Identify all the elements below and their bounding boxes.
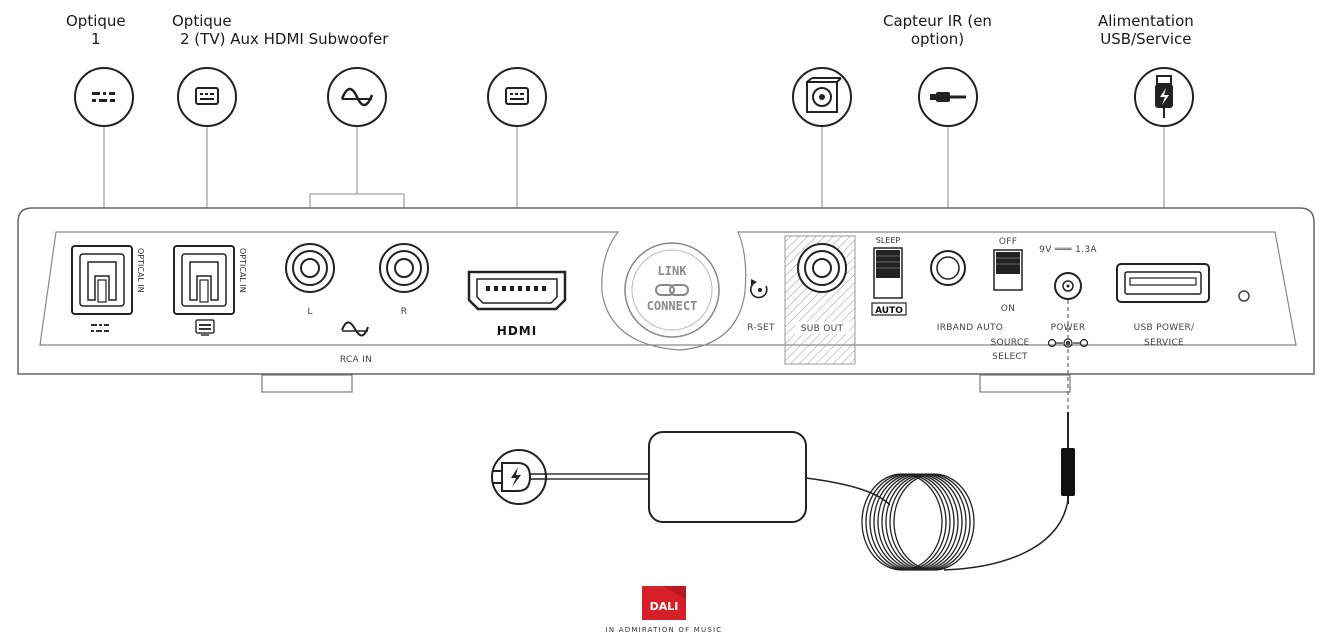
usb-plug-callout-icon	[1134, 67, 1194, 127]
optical-2-panel-icon	[195, 319, 215, 336]
rca-l-label: L	[307, 307, 312, 317]
off-label: OFF	[999, 237, 1017, 247]
usb-label-1: USB POWER/	[1134, 323, 1195, 333]
hdmi-label: HDMI	[497, 324, 537, 338]
reset-button[interactable]	[750, 279, 768, 299]
subwoofer-callout-icon	[792, 67, 852, 127]
optical-2-callout-icon	[177, 67, 237, 127]
optical-1-panel-icon	[91, 324, 109, 332]
rca-wave-icon	[341, 321, 369, 337]
callout-ir-sensor: Capteur IR (en option)	[883, 12, 992, 48]
usb-label-2: SERVICE	[1144, 338, 1184, 348]
rca-right-jack[interactable]	[379, 243, 429, 293]
hdmi-port[interactable]	[467, 270, 567, 311]
switch-top-label: SLEEP	[876, 236, 901, 245]
dali-logo-text: DALI	[650, 600, 679, 613]
power-plug-icon	[491, 449, 548, 505]
source-select-switch[interactable]	[993, 249, 1023, 291]
irband-label: IRBAND AUTO	[937, 323, 1003, 333]
reset-label: R-SET	[747, 323, 775, 333]
ir-jack-callout-icon	[918, 67, 978, 127]
optical-port-2[interactable]	[173, 245, 235, 315]
sub-out-label: SUB OUT	[801, 324, 844, 334]
link-label: LINK	[658, 264, 688, 278]
ir-sensor-jack[interactable]	[930, 250, 966, 286]
source-select-label-1: SOURCE	[991, 338, 1030, 348]
power-cord-coil	[861, 473, 1069, 571]
source-select-label-2: SELECT	[992, 352, 1028, 362]
analog-wave-callout-icon	[327, 67, 387, 127]
voltage-label: 9V ═══ 1.3A	[1039, 245, 1097, 255]
connect-label: CONNECT	[647, 299, 698, 313]
callout-optical-2: Optique 2 (TV) Aux HDMI Subwoofer	[172, 12, 389, 48]
rca-in-label: RCA IN	[340, 355, 372, 365]
hdmi-callout-icon	[487, 67, 547, 127]
optical-port-1[interactable]	[71, 245, 133, 315]
power-dc-jack[interactable]	[1054, 272, 1082, 300]
link-connect-button[interactable]	[624, 242, 720, 338]
optical-2-side-label: OPTICAL IN	[238, 248, 247, 293]
callout-optical-1: Optique 1	[66, 12, 126, 48]
on-label: ON	[1001, 304, 1015, 314]
dc-plug	[1061, 412, 1075, 504]
rca-left-jack[interactable]	[285, 243, 335, 293]
status-led	[1238, 290, 1250, 302]
auto-label: AUTO	[875, 306, 903, 316]
power-adapter	[548, 431, 891, 523]
callout-power-usb: Alimentation USB/Service	[1098, 12, 1194, 48]
sub-out-jack[interactable]	[797, 243, 847, 293]
optical-1-side-label: OPTICAL IN	[136, 248, 145, 293]
auto-sleep-switch[interactable]	[873, 247, 903, 299]
rca-r-label: R	[401, 307, 408, 317]
usb-service-port[interactable]	[1116, 263, 1210, 303]
dali-logo	[642, 586, 686, 620]
brand-tagline: IN ADMIRATION OF MUSIC	[606, 626, 723, 634]
optical-1-callout-icon	[74, 67, 134, 127]
